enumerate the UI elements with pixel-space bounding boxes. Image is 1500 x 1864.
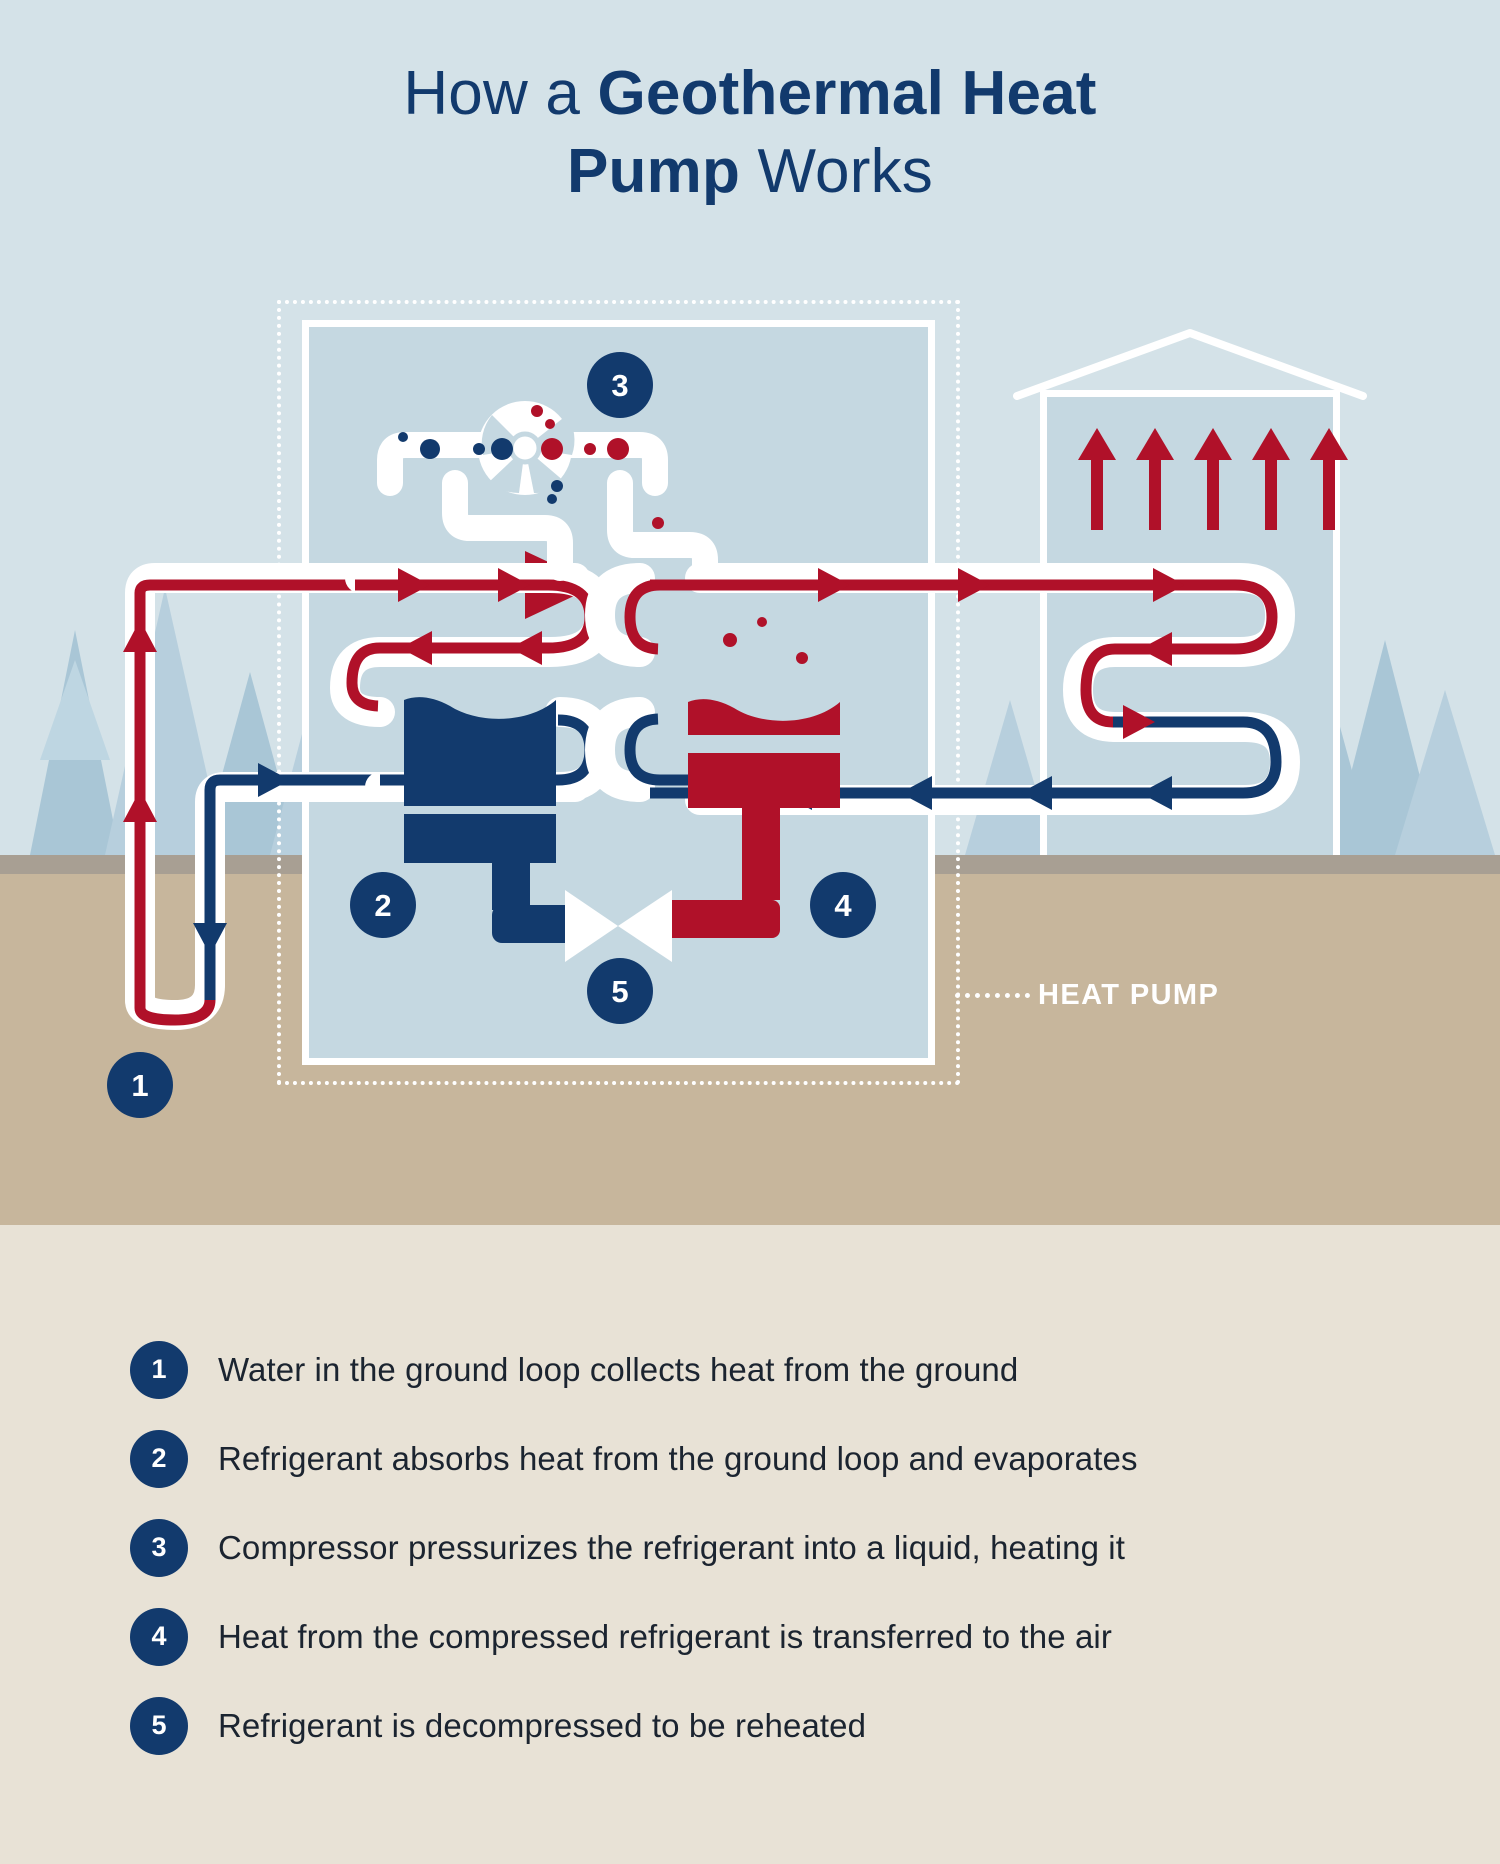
legend-section: 1 Water in the ground loop collects heat… — [0, 1225, 1500, 1864]
legend-text: Refrigerant absorbs heat from the ground… — [218, 1439, 1138, 1477]
legend-item: 4 Heat from the compressed refrigerant i… — [130, 1592, 1430, 1681]
ground-loop-arrows — [123, 620, 157, 822]
tree-icon — [1395, 690, 1495, 855]
legend-text: Heat from the compressed refrigerant is … — [218, 1617, 1112, 1655]
legend-badge: 5 — [130, 1696, 188, 1755]
heat-pump-label: HEAT PUMP — [1038, 979, 1220, 1011]
badge-3-compressor: 3 — [587, 352, 653, 418]
tree-icon — [1330, 640, 1440, 855]
badge-2-evaporator: 2 — [350, 872, 416, 938]
heat-pump-leader-line — [955, 993, 1030, 998]
title-plain-1: How a — [403, 59, 598, 128]
legend-text: Refrigerant is decompressed to be reheat… — [218, 1706, 867, 1744]
legend-badge: 2 — [130, 1429, 188, 1488]
title-bold-1: Geothermal Heat — [597, 59, 1097, 128]
legend-item: 1 Water in the ground loop collects heat… — [130, 1325, 1430, 1414]
legend-badge: 3 — [130, 1518, 188, 1577]
legend-badge: 1 — [130, 1340, 188, 1399]
badge-5-expansion-valve: 5 — [587, 958, 653, 1024]
house-body — [1040, 390, 1340, 855]
title-bold-2: Pump — [567, 137, 741, 206]
title-plain-2: Works — [740, 137, 933, 206]
title-line-1: How a Geothermal Heat — [0, 55, 1500, 133]
badge-1-ground-loop: 1 — [107, 1052, 173, 1118]
badge-label: 5 — [611, 973, 629, 1009]
tree-icon — [105, 588, 225, 855]
legend-text: Water in the ground loop collects heat f… — [218, 1350, 1019, 1388]
legend-badge: 4 — [130, 1607, 188, 1666]
page-title: How a Geothermal Heat Pump Works — [0, 55, 1500, 211]
tree-icon — [30, 630, 120, 855]
badge-label: 3 — [611, 367, 629, 403]
badge-label: 2 — [374, 887, 392, 923]
heat-pump-panel — [302, 320, 935, 1065]
legend-item: 3 Compressor pressurizes the refrigerant… — [130, 1503, 1430, 1592]
legend-item: 2 Refrigerant absorbs heat from the grou… — [130, 1414, 1430, 1503]
house-roof — [1013, 329, 1367, 400]
legend-list: 1 Water in the ground loop collects heat… — [130, 1325, 1430, 1770]
badge-label: 1 — [131, 1067, 149, 1103]
badge-4-condenser: 4 — [810, 872, 876, 938]
scene-sky: 3 2 4 5 1 HEAT PUMP How a Geothermal Hea… — [0, 0, 1500, 1225]
badge-label: 4 — [834, 887, 852, 923]
legend-item: 5 Refrigerant is decompressed to be rehe… — [130, 1681, 1430, 1770]
title-line-2: Pump Works — [0, 133, 1500, 211]
legend-text: Compressor pressurizes the refrigerant i… — [218, 1528, 1126, 1566]
